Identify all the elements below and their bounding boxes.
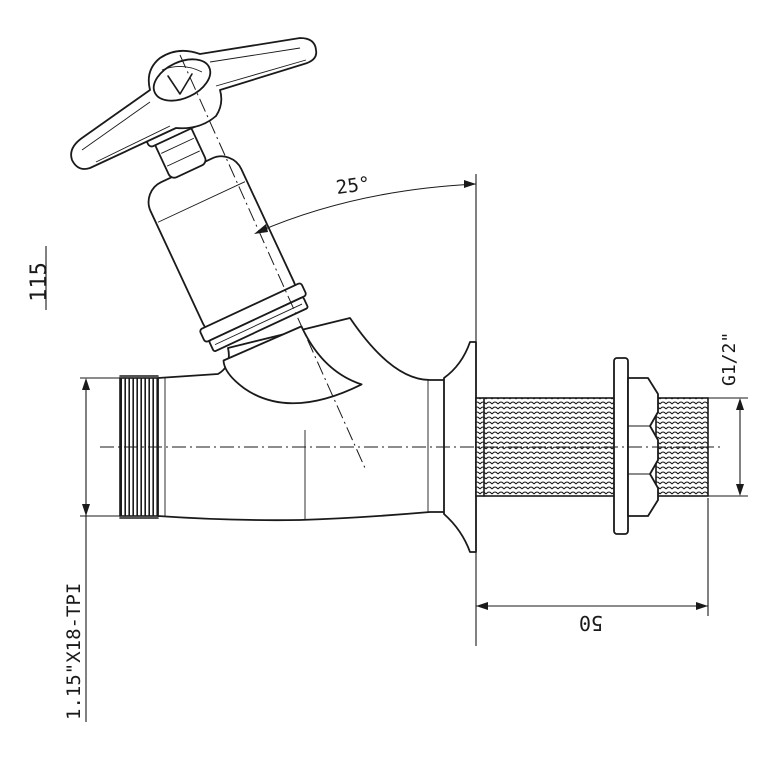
height-label: 115 [27, 262, 52, 302]
inlet-thread-label: 1.15"X18-TPI [63, 583, 85, 720]
length-dimension: 50 [476, 498, 709, 635]
inlet-thread-dimension: 1.15"X18-TPI [63, 377, 120, 722]
angle-dimension: 25° [254, 173, 477, 646]
outlet-thread-label: G1/2" [719, 332, 740, 386]
height-dimension: 115 [27, 246, 52, 310]
bonnet [142, 109, 363, 405]
outlet-thread-dimension: G1/2" [708, 332, 748, 497]
handwheel [70, 37, 318, 170]
lock-nut [613, 357, 659, 535]
angle-label: 25° [335, 173, 372, 200]
length-label: 50 [579, 611, 603, 635]
center-lines [100, 54, 722, 469]
